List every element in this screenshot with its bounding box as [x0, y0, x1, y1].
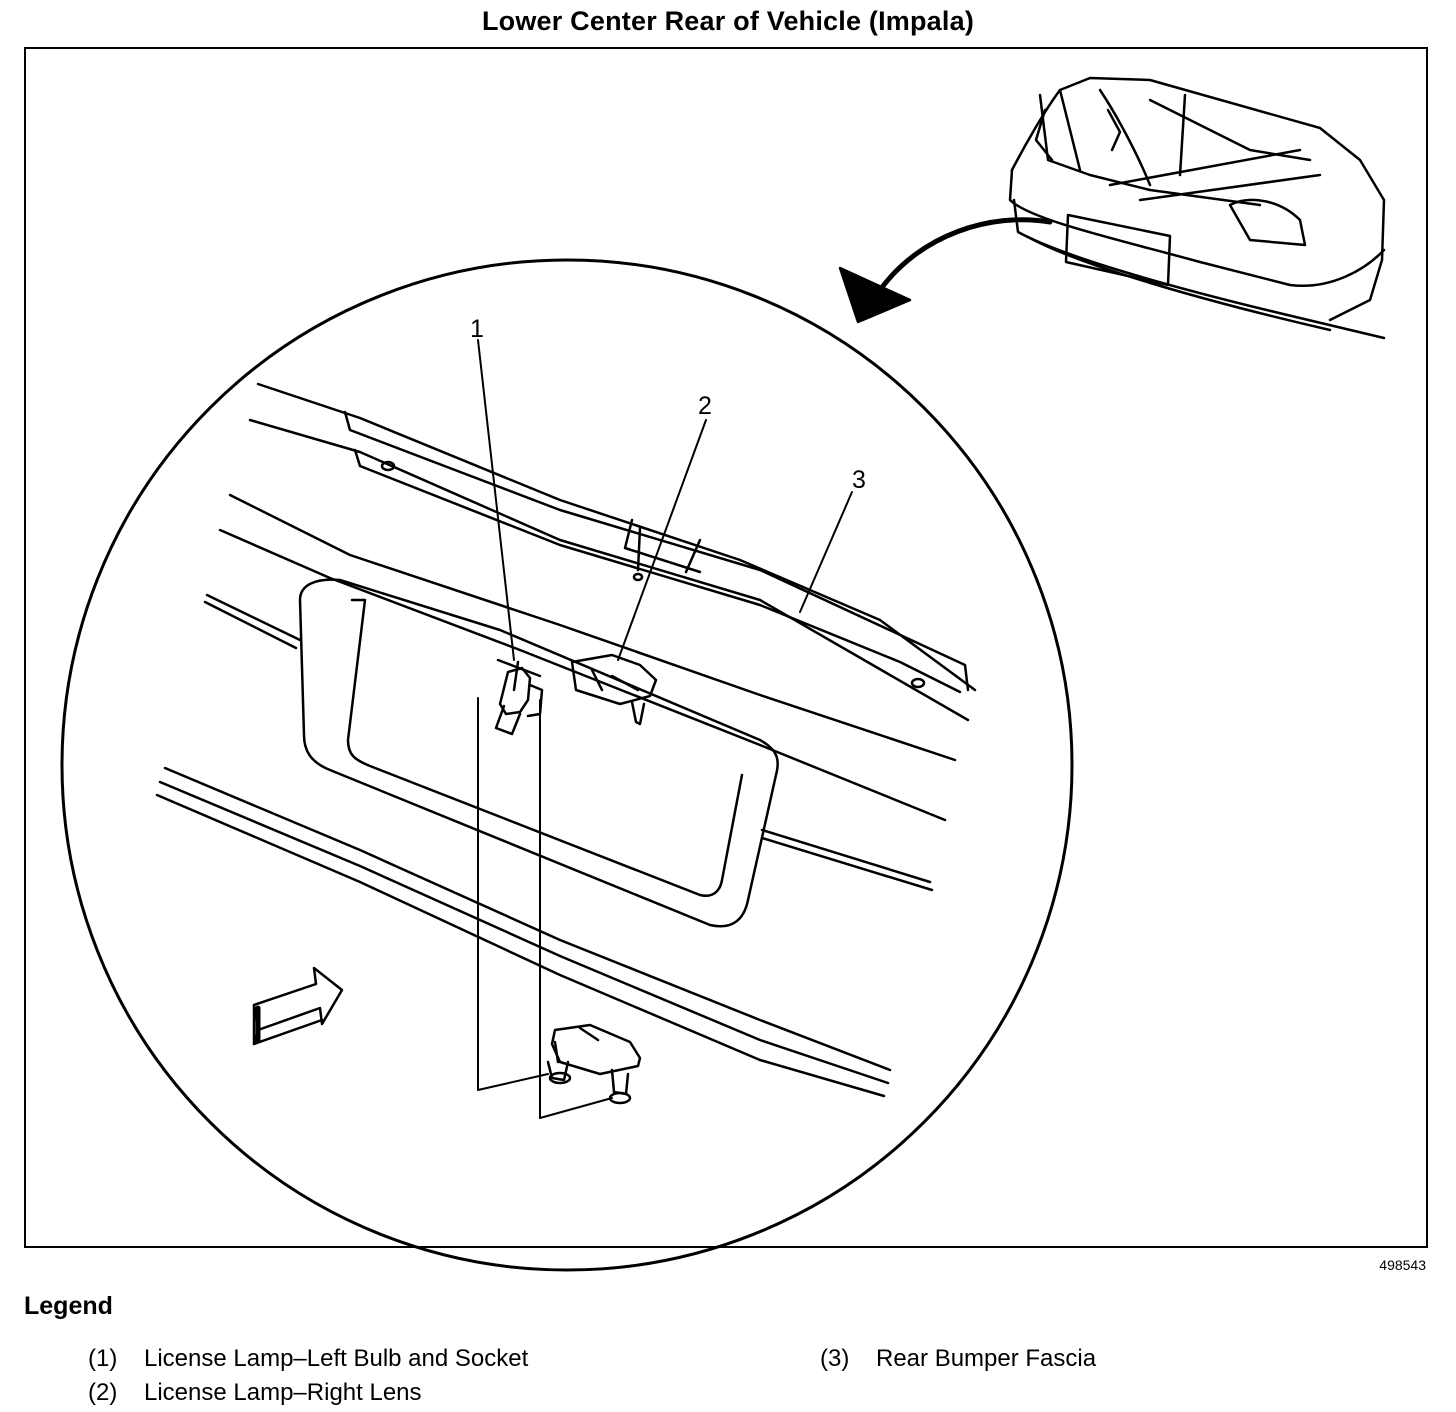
figure-id: 498543: [1379, 1257, 1426, 1273]
diagram-title: Lower Center Rear of Vehicle (Impala): [481, 6, 975, 36]
view-direction-arrow: [252, 966, 344, 1046]
legend-item-3: (3) Rear Bumper Fascia: [820, 1345, 1096, 1373]
detail-magnifier-circle: [60, 258, 1074, 1272]
legend-item-label: License Lamp–Left Bulb and Socket: [144, 1345, 529, 1372]
illustration-frame: [24, 47, 1428, 1248]
callout-2: 2: [698, 392, 712, 420]
leader-lines: [477, 339, 853, 661]
legend-item-label: Rear Bumper Fascia: [876, 1345, 1097, 1372]
vehicle-rear-inset: [1008, 76, 1386, 340]
right-lens-installed-drawing: [570, 653, 658, 726]
legend-item-2: (2) License Lamp–Right Lens: [88, 1379, 422, 1407]
callout-1: 1: [470, 315, 484, 343]
rear-bumper-fascia-drawing: [155, 382, 977, 1098]
right-lens-exploded-drawing: [546, 1023, 642, 1105]
legend-item-number: (2): [88, 1379, 118, 1406]
legend-item-number: (3): [820, 1345, 850, 1372]
legend-item-label: License Lamp–Right Lens: [144, 1379, 422, 1406]
legend-item-number: (1): [88, 1345, 118, 1372]
legend-heading: Legend: [24, 1292, 113, 1320]
legend-item-1: (1) License Lamp–Left Bulb and Socket: [88, 1345, 528, 1373]
callout-3: 3: [852, 466, 866, 494]
magnify-arrow: [838, 217, 1053, 324]
explode-lines: [477, 697, 613, 1119]
left-bulb-socket-drawing: [494, 658, 544, 736]
